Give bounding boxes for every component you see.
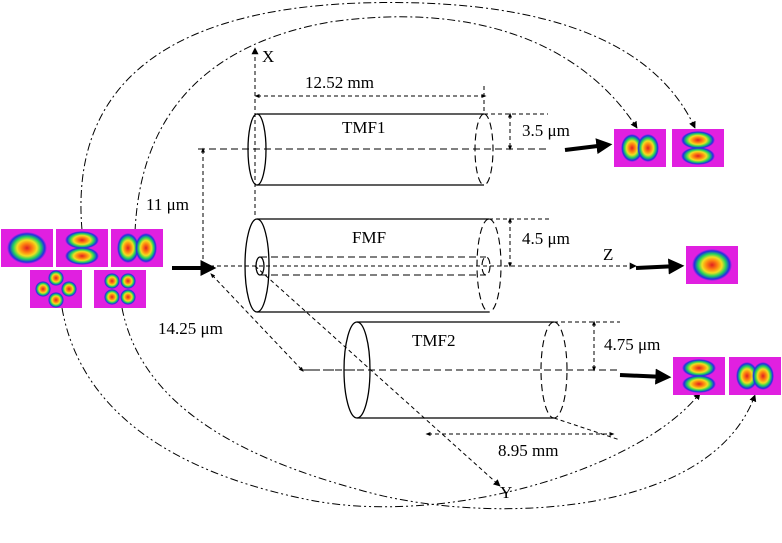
offset-y-dimension <box>210 273 304 372</box>
tmf2-length-label: 8.95 mm <box>498 441 558 460</box>
tmf1-core-label: 3.5 μm <box>522 121 570 140</box>
tmf2-core-label: 4.75 μm <box>604 335 660 354</box>
tmf1-output-mode-lp11b <box>614 129 666 167</box>
tmf2-output-arrow <box>619 368 672 385</box>
x-axis-label: X <box>262 47 274 66</box>
fmf-fiber <box>244 218 502 313</box>
input-mode-lp11a <box>56 229 108 267</box>
y-axis <box>254 265 501 487</box>
offset-y-label: 14.25 μm <box>158 319 223 338</box>
input-mode-lp11b <box>111 229 163 267</box>
fmf-output-arrow <box>635 258 685 275</box>
fmf-output-mode-lp01 <box>686 246 738 284</box>
tmf2-fiber <box>302 321 620 419</box>
path-lp11a-to-tmf1 <box>80 2 696 231</box>
tmf1-output-mode-lp11a <box>672 129 724 167</box>
tmf1-output-arrow <box>564 138 613 155</box>
offset-x-label: 11 μm <box>146 195 189 214</box>
input-mode-lp21b <box>94 270 146 308</box>
path-lp21a-to-tmf2 <box>61 307 701 508</box>
tmf2-output-mode-lp11a <box>673 357 725 395</box>
tmf2-label: TMF2 <box>412 331 455 350</box>
fmf-core-label: 4.5 μm <box>522 229 570 248</box>
tmf2-output-mode-lp11b <box>729 357 781 395</box>
path-lp11b-to-tmf1 <box>134 16 638 233</box>
tmf1-label: TMF1 <box>342 118 385 137</box>
input-mode-lp01 <box>1 229 53 267</box>
input-mode-lp21a <box>30 270 82 308</box>
tmf1-length-label: 12.52 mm <box>305 73 374 92</box>
path-lp21b-to-tmf2 <box>121 307 757 510</box>
z-axis-label: Z <box>603 245 613 264</box>
fmf-label: FMF <box>352 228 386 247</box>
tmf1-fiber <box>198 113 548 186</box>
